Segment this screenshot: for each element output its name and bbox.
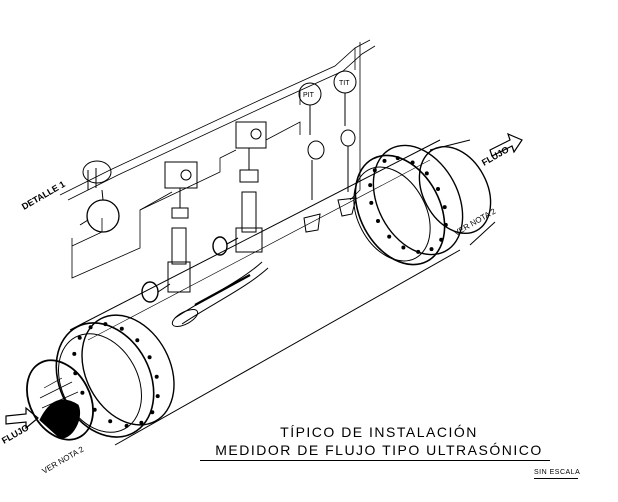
flange-bolt	[436, 187, 440, 191]
detail-transmitter	[79, 160, 120, 233]
flange-bolt	[401, 245, 406, 250]
title-line-2: MEDIDOR DE FLUJO TIPO ULTRASÓNICO	[215, 442, 543, 458]
flange-bolt	[80, 390, 85, 395]
flange-bolt	[382, 158, 387, 163]
note-label-left: VER NOTA 2	[41, 444, 86, 475]
flow-arrow-right	[489, 132, 523, 157]
flange-bolt	[119, 326, 124, 331]
flange-bolt	[410, 160, 415, 165]
main-pipe	[69, 139, 461, 446]
flange-bolt	[369, 200, 374, 205]
scale-note: SIN ESCALA	[534, 469, 581, 476]
bypass-line	[171, 261, 269, 327]
flange-bolt	[387, 234, 392, 239]
detail-label: DETALLE 1	[20, 179, 67, 212]
flange-bolt	[372, 168, 377, 173]
flange-bolt	[135, 338, 140, 343]
flange-bolt	[416, 249, 421, 254]
flange-bolt	[139, 420, 144, 425]
pit-label: PIT	[303, 92, 315, 99]
flange-bolt	[368, 183, 373, 188]
flange-bolt	[72, 351, 77, 356]
tit-instrument	[333, 70, 357, 217]
flange-bolt	[376, 219, 380, 223]
flange-bolt	[424, 171, 429, 176]
right-pipe-end	[418, 139, 496, 246]
right-flange	[353, 144, 464, 266]
left-pipe-end	[26, 359, 94, 441]
transducer-assembly-2	[212, 121, 267, 256]
transducer-assembly-1	[141, 161, 198, 303]
pit-instrument	[298, 82, 325, 233]
scale-underline	[534, 478, 578, 479]
flange-bolt	[439, 237, 444, 242]
flange-bolt	[108, 419, 113, 424]
flange-bolt	[429, 247, 434, 252]
title-underline	[200, 460, 550, 461]
flow-label-left: FLUJO	[0, 422, 31, 445]
flange-bolt	[150, 410, 155, 415]
flange-bolt	[395, 156, 400, 161]
flange-bolt	[442, 205, 447, 210]
flange-bolt	[154, 374, 159, 379]
title-line-1: TÍPICO DE INSTALACIÓN	[280, 424, 478, 440]
flange-bolt	[155, 394, 160, 399]
flange-bolt	[147, 355, 152, 360]
flange-bolt	[77, 335, 82, 340]
note-label-right: VER NOTA 2	[453, 206, 498, 237]
flange-bolt	[88, 325, 93, 330]
flange-bolt	[103, 322, 108, 327]
signal-lines	[59, 39, 376, 279]
flow-arrow-left	[5, 406, 39, 430]
tit-label: TIT	[339, 80, 350, 87]
flange-bolt	[124, 423, 129, 428]
